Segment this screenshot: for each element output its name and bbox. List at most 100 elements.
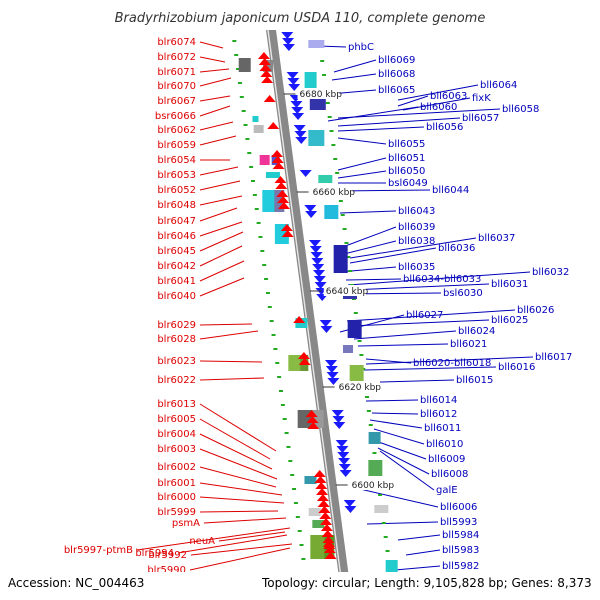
leader-line-psma <box>203 517 287 524</box>
gene-label-fixk[interactable]: fixK <box>472 93 491 104</box>
gene-label-blr5999[interactable]: blr5999 <box>157 507 196 518</box>
gene-label-bll6035[interactable]: bll6035 <box>398 262 435 273</box>
gene-label-bll6060[interactable]: bll6060 <box>420 102 457 113</box>
gene-label-psma[interactable]: psmA <box>172 518 200 529</box>
forward-gene-arrow <box>271 156 284 163</box>
marker-dot <box>348 270 353 272</box>
gene-label-blr6004[interactable]: blr6004 <box>157 429 196 440</box>
gene-label-blr6062[interactable]: blr6062 <box>157 125 196 136</box>
gene-label-blr6045[interactable]: blr6045 <box>157 246 196 257</box>
gene-label-bll6063[interactable]: bll6063 <box>430 91 467 102</box>
gene-label-bll6020-bll6018[interactable]: bll6020-bll6018 <box>413 358 491 369</box>
gene-label-blr6005[interactable]: blr6005 <box>157 414 196 425</box>
gene-label-bll6006[interactable]: bll6006 <box>440 502 477 513</box>
gene-label-bll6050[interactable]: bll6050 <box>388 166 425 177</box>
gene-label-blr6040[interactable]: blr6040 <box>157 291 196 302</box>
gene-label-bll6021[interactable]: bll6021 <box>450 339 487 350</box>
gene-label-bll6008[interactable]: bll6008 <box>431 469 468 480</box>
gene-label-bll6055[interactable]: bll6055 <box>388 139 425 150</box>
gene-label-blr6052[interactable]: blr6052 <box>157 185 196 196</box>
gene-label-bll5982[interactable]: bll5982 <box>442 561 479 572</box>
marker-dot <box>293 502 298 504</box>
gene-label-blr6000[interactable]: blr6000 <box>157 492 196 503</box>
gene-label-bll6009[interactable]: bll6009 <box>428 454 465 465</box>
gene-label-blr6046[interactable]: blr6046 <box>157 231 196 242</box>
gene-label-blr6041[interactable]: blr6041 <box>157 276 196 287</box>
gene-label-blr6053[interactable]: blr6053 <box>157 170 196 181</box>
gene-label-bll6014[interactable]: bll6014 <box>420 395 457 406</box>
gene-label-blr6054[interactable]: blr6054 <box>157 155 196 166</box>
gene-label-bll6043[interactable]: bll6043 <box>398 206 435 217</box>
leader-line-bll5982 <box>394 565 441 571</box>
gene-label-bll6065[interactable]: bll6065 <box>378 85 415 96</box>
gene-label-blr6070[interactable]: blr6070 <box>157 81 196 92</box>
gene-label-blr6059[interactable]: blr6059 <box>157 140 196 151</box>
gene-label-blr6001[interactable]: blr6001 <box>157 478 196 489</box>
reverse-gene-arrow <box>294 131 307 138</box>
gene-label-neua[interactable]: neuA <box>189 536 215 547</box>
leader-line-bll6050 <box>337 170 387 179</box>
gene-label-bll6068[interactable]: bll6068 <box>378 69 415 80</box>
gene-label-blr6022[interactable]: blr6022 <box>157 375 196 386</box>
gene-label-bll6056[interactable]: bll6056 <box>426 122 463 133</box>
feature-box <box>238 58 251 72</box>
gene-label-blr6048[interactable]: blr6048 <box>157 200 196 211</box>
gene-label-blr6072[interactable]: blr6072 <box>157 52 196 63</box>
gene-label-bsr6066[interactable]: bsr6066 <box>155 111 196 122</box>
gene-label-blr6002[interactable]: blr6002 <box>157 462 196 473</box>
gene-label-blr6067[interactable]: blr6067 <box>157 96 196 107</box>
gene-label-bll6031[interactable]: bll6031 <box>491 279 528 290</box>
gene-label-blr6003[interactable]: blr6003 <box>157 444 196 455</box>
gene-label-bll6012[interactable]: bll6012 <box>420 409 457 420</box>
gene-label-blr5994[interactable]: blr5994 <box>135 548 174 559</box>
gene-label-bsl6049[interactable]: bsl6049 <box>388 178 428 189</box>
gene-label-blr6028[interactable]: blr6028 <box>157 334 196 345</box>
feature-box <box>259 155 270 165</box>
gene-label-blr5992[interactable]: blr5992 <box>148 550 187 561</box>
gene-label-blr6029[interactable]: blr6029 <box>157 320 196 331</box>
gene-label-blr6074[interactable]: blr6074 <box>157 37 196 48</box>
leader-line-bll5993 <box>366 521 439 525</box>
gene-label-blr5997-ptmb[interactable]: blr5997-ptmB <box>64 545 133 556</box>
gene-label-phbc[interactable]: phbC <box>348 42 374 53</box>
reverse-gene-arrow <box>287 78 300 85</box>
gene-label-bll6010[interactable]: bll6010 <box>426 439 463 450</box>
gene-label-bll6036[interactable]: bll6036 <box>438 243 475 254</box>
gene-label-bll6051[interactable]: bll6051 <box>388 153 425 164</box>
gene-label-bll6038[interactable]: bll6038 <box>398 236 435 247</box>
gene-label-bll6058[interactable]: bll6058 <box>502 104 539 115</box>
gene-label-bll5993[interactable]: bll5993 <box>440 517 477 528</box>
gene-label-blr6023[interactable]: blr6023 <box>157 356 196 367</box>
gene-label-bll6069[interactable]: bll6069 <box>378 55 415 66</box>
gene-label-bll5983[interactable]: bll5983 <box>442 545 479 556</box>
gene-label-bll6025[interactable]: bll6025 <box>491 315 528 326</box>
gene-label-blr5990[interactable]: blr5990 <box>147 565 186 576</box>
gene-label-blr6071[interactable]: blr6071 <box>157 67 196 78</box>
leader-line-blr6023 <box>199 360 263 363</box>
gene-label-bll6057[interactable]: bll6057 <box>462 113 499 124</box>
gene-label-bll6037[interactable]: bll6037 <box>478 233 515 244</box>
gene-label-bll6017[interactable]: bll6017 <box>535 352 572 363</box>
reverse-gene-arrow <box>336 446 349 453</box>
gene-label-bll6026[interactable]: bll6026 <box>517 305 554 316</box>
reverse-gene-arrow <box>339 470 352 477</box>
reverse-gene-arrow <box>288 84 301 91</box>
gene-label-bsl6030[interactable]: bsl6030 <box>443 288 483 299</box>
gene-label-blr6047[interactable]: blr6047 <box>157 216 196 227</box>
gene-label-bll6027[interactable]: bll6027 <box>406 310 443 321</box>
gene-label-bll6064[interactable]: bll6064 <box>480 80 517 91</box>
gene-label-bll6011[interactable]: bll6011 <box>424 423 461 434</box>
leader-line-blr6045 <box>199 231 244 252</box>
gene-label-bll6016[interactable]: bll6016 <box>498 362 535 373</box>
gene-label-bll6034-bll6033[interactable]: bll6034-bll6033 <box>403 274 481 285</box>
gene-label-blr6013[interactable]: blr6013 <box>157 399 196 410</box>
gene-label-bll6024[interactable]: bll6024 <box>458 326 495 337</box>
forward-gene-arrow <box>257 52 270 59</box>
gene-label-bll5984[interactable]: bll5984 <box>442 530 479 541</box>
gene-label-gale[interactable]: galE <box>436 485 458 496</box>
gene-label-blr6042[interactable]: blr6042 <box>157 261 196 272</box>
gene-label-bll6044[interactable]: bll6044 <box>432 185 469 196</box>
gene-label-bll6039[interactable]: bll6039 <box>398 222 435 233</box>
gene-label-bll6015[interactable]: bll6015 <box>456 375 493 386</box>
gene-label-bll6032[interactable]: bll6032 <box>532 267 569 278</box>
